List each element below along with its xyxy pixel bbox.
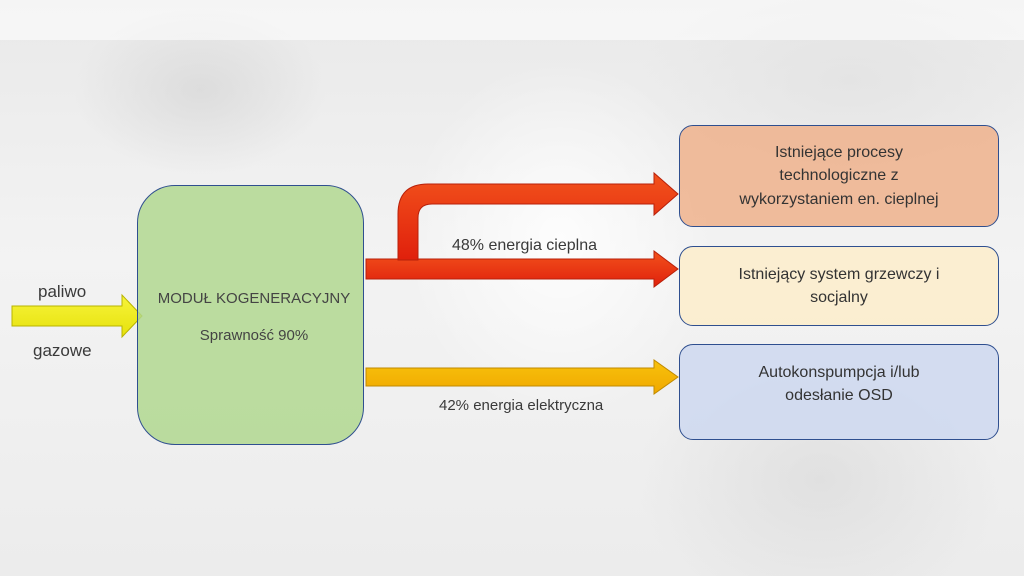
fuel-label-line2: gazowe: [33, 341, 92, 360]
module-efficiency: Sprawność 90%: [199, 327, 309, 344]
heat-flow-label: 48% energia cieplna: [452, 237, 597, 254]
power-line-2: odesłanie OSD: [785, 387, 893, 405]
target-self-consumption: Autokonspumpcja i/lub odesłanie OSD: [679, 344, 999, 440]
electric-arrow: [365, 359, 679, 395]
fuel-input-arrow: [11, 293, 143, 339]
heat-arrow-process: [397, 171, 679, 261]
cogeneration-module-box: [137, 185, 364, 445]
process-line-3: wykorzystaniem en. cieplnej: [739, 190, 939, 208]
heating-line-1: Istniejący system grzewczy i: [738, 265, 940, 283]
module-title: MODUŁ KOGENERACYJNY: [157, 290, 351, 307]
process-line-2: technologiczne z: [779, 167, 899, 185]
heat-arrow-heating: [365, 250, 679, 288]
process-line-1: Istniejące procesy: [774, 144, 904, 162]
fuel-label-line1: paliwo: [38, 282, 87, 301]
target-existing-processes: Istniejące procesy technologiczne z wyko…: [679, 125, 999, 227]
power-line-1: Autokonspumpcja i/lub: [758, 364, 920, 381]
background-highlight: [0, 0, 1024, 40]
heating-line-2: socjalny: [810, 289, 868, 306]
electric-flow-label: 42% energia elektryczna: [439, 397, 604, 414]
target-heating-system: Istniejący system grzewczy i socjalny: [679, 246, 999, 326]
